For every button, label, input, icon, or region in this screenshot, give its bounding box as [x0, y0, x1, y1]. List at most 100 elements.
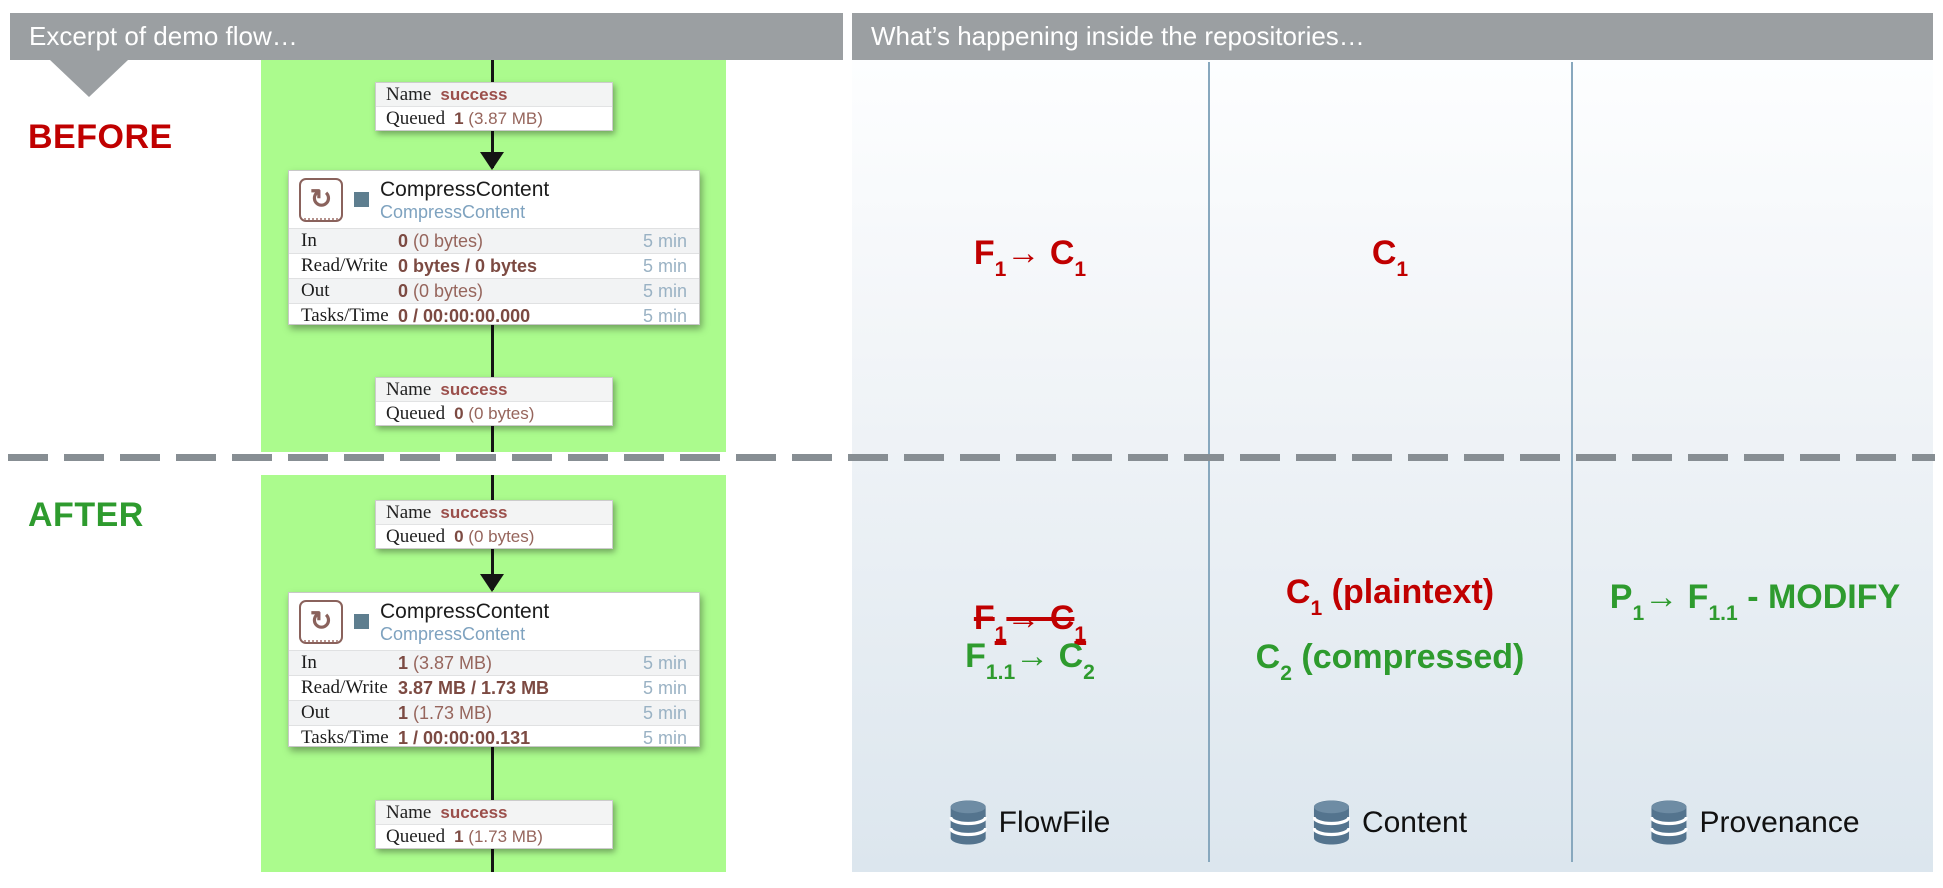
repo-annotation-after-content-new: C2 (compressed)	[1255, 638, 1525, 685]
connection-label-after-inbound: Name success Queued 0 (0 bytes)	[375, 500, 613, 549]
stat-label: Read/Write	[301, 677, 388, 698]
flow-panel-before: Name success Queued 1 (3.87 MB) ↻ Compre…	[261, 60, 726, 452]
stat-value: 1 (3.87 MB)	[398, 652, 493, 673]
connection-queued-key: Queued	[386, 107, 446, 129]
connection-name-row: Name success	[376, 83, 612, 107]
processor-compresscontent-after: ↻ CompressContent CompressContent In 1 (…	[288, 592, 700, 750]
flow-panel-after: Name success Queued 0 (0 bytes) ↻ Compre…	[261, 475, 726, 872]
header-demo-flow: Excerpt of demo flow…	[10, 13, 843, 60]
legend-flowfile-repo: FlowFile	[949, 800, 1111, 845]
stat-value: 1 (1.73 MB)	[398, 702, 493, 723]
connection-name-key: Name	[386, 801, 432, 823]
stat-row-readwrite: Read/Write 3.87 MB / 1.73 MB 5 min	[289, 675, 699, 700]
connection-name-value: success	[440, 802, 508, 822]
repo-annotation-before-flowfile: F1→ C1	[973, 234, 1087, 281]
refresh-stamp-icon: ↻	[299, 599, 343, 644]
stat-row-in: In 0 (0 bytes) 5 min	[289, 228, 699, 253]
connection-name-row: Name success	[376, 501, 612, 525]
connection-queued-key: Queued	[386, 402, 446, 424]
stat-row-out: Out 0 (0 bytes) 5 min	[289, 278, 699, 303]
connection-name-key: Name	[386, 378, 432, 400]
column-divider	[1208, 62, 1210, 862]
connection-name-key: Name	[386, 501, 432, 523]
connection-name-key: Name	[386, 83, 432, 105]
database-icon	[949, 800, 987, 845]
connection-queued-key: Queued	[386, 525, 446, 547]
connection-name-row: Name success	[376, 378, 612, 402]
stat-label: Tasks/Time	[301, 727, 389, 748]
stat-window: 5 min	[642, 727, 687, 748]
database-icon	[1312, 800, 1350, 845]
repositories-panel: F1→ C1 C1 F1→ C1 F1.1→ C2 C1 (plaintext)…	[852, 60, 1933, 872]
stat-window: 5 min	[642, 652, 687, 673]
connection-label-after-outbound: Name success Queued 1 (1.73 MB)	[375, 800, 613, 849]
refresh-stamp-icon: ↻	[299, 177, 343, 222]
stat-window: 5 min	[642, 230, 687, 251]
before-label: BEFORE	[28, 118, 173, 156]
processor-compresscontent-before: ↻ CompressContent CompressContent In 0 (…	[288, 170, 700, 328]
processor-type: CompressContent	[380, 202, 526, 222]
stat-value: 3.87 MB / 1.73 MB	[398, 677, 550, 698]
connection-queued-key: Queued	[386, 825, 446, 847]
processor-header: ↻ CompressContent CompressContent	[289, 593, 699, 650]
after-label: AFTER	[28, 496, 144, 534]
stat-label: In	[301, 652, 317, 673]
stat-window: 5 min	[642, 702, 687, 723]
connection-label-before-outbound: Name success Queued 0 (0 bytes)	[375, 377, 613, 426]
stat-row-tasks: Tasks/Time 0 / 00:00:00.000 5 min	[289, 303, 699, 328]
flow-arrowhead-icon	[480, 152, 504, 170]
repo-annotation-after-provenance: P1→ F1.1 - MODIFY	[1609, 578, 1901, 625]
before-after-divider	[8, 454, 1935, 461]
stat-label: Tasks/Time	[301, 305, 389, 326]
stat-label: In	[301, 230, 317, 251]
connection-queued-value: 1 (1.73 MB)	[454, 826, 543, 846]
stat-window: 5 min	[642, 280, 687, 301]
stat-row-tasks: Tasks/Time 1 / 00:00:00.131 5 min	[289, 725, 699, 750]
repo-annotation-after-flowfile-old: F1→ C1	[973, 599, 1087, 646]
repo-annotation-after-content-old: C1 (plaintext)	[1285, 573, 1495, 620]
stat-window: 5 min	[642, 255, 687, 276]
processor-header: ↻ CompressContent CompressContent	[289, 171, 699, 228]
database-icon	[1650, 800, 1688, 845]
legend-content-repo: Content	[1312, 800, 1468, 845]
legend-label: Provenance	[1699, 805, 1860, 839]
stat-value: 0 / 00:00:00.000	[398, 305, 531, 326]
connection-queued-value: 0 (0 bytes)	[454, 403, 535, 423]
connection-label-before-inbound: Name success Queued 1 (3.87 MB)	[375, 82, 613, 131]
processor-type: CompressContent	[380, 624, 526, 644]
flow-arrowhead-icon	[480, 574, 504, 592]
stat-row-readwrite: Read/Write 0 bytes / 0 bytes 5 min	[289, 253, 699, 278]
connection-queued-row: Queued 1 (3.87 MB)	[376, 107, 612, 130]
repo-annotation-after-flowfile-new: F1.1→ C2	[965, 637, 1095, 684]
stat-value: 0 (0 bytes)	[398, 230, 484, 251]
stat-window: 5 min	[642, 305, 687, 326]
connection-name-value: success	[440, 379, 508, 399]
processor-title: CompressContent	[380, 600, 550, 623]
repo-annotation-before-content: C1	[1371, 234, 1409, 281]
connection-queued-row: Queued 0 (0 bytes)	[376, 402, 612, 425]
stat-value: 1 / 00:00:00.131	[398, 727, 531, 748]
connection-queued-value: 1 (3.87 MB)	[454, 108, 543, 128]
connection-name-row: Name success	[376, 801, 612, 825]
connection-name-value: success	[440, 502, 508, 522]
connection-queued-value: 0 (0 bytes)	[454, 526, 535, 546]
legend-provenance-repo: Provenance	[1650, 800, 1860, 845]
stat-window: 5 min	[642, 677, 687, 698]
stopped-state-icon	[354, 192, 369, 207]
connection-queued-row: Queued 1 (1.73 MB)	[376, 825, 612, 848]
callout-tail-icon	[50, 60, 128, 97]
stat-label: Out	[301, 702, 330, 723]
column-divider	[1571, 62, 1573, 862]
stat-row-out: Out 1 (1.73 MB) 5 min	[289, 700, 699, 725]
stat-row-in: In 1 (3.87 MB) 5 min	[289, 650, 699, 675]
stat-label: Read/Write	[301, 255, 388, 276]
stat-label: Out	[301, 280, 330, 301]
legend-label: Content	[1361, 805, 1468, 839]
legend-label: FlowFile	[998, 805, 1111, 839]
header-repositories: What’s happening inside the repositories…	[852, 13, 1933, 60]
stat-value: 0 (0 bytes)	[398, 280, 484, 301]
connection-queued-row: Queued 0 (0 bytes)	[376, 525, 612, 548]
stopped-state-icon	[354, 614, 369, 629]
stat-value: 0 bytes / 0 bytes	[398, 255, 538, 276]
